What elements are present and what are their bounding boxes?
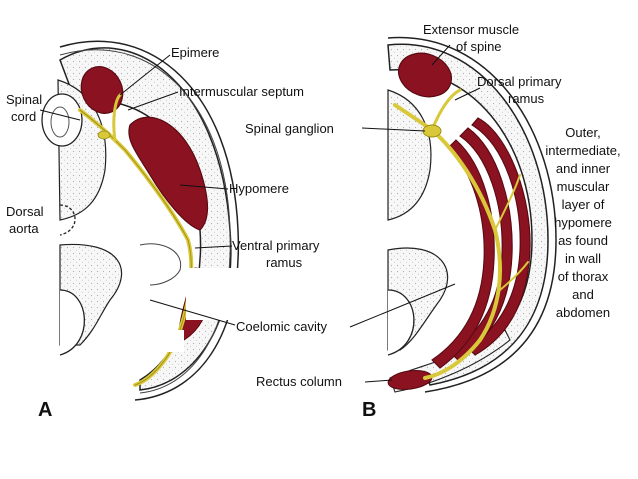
panel-a-hypomere-muscle xyxy=(128,116,209,231)
panel-a-epimere-muscle xyxy=(80,66,124,114)
label-extensor-line1: Extensor muscle xyxy=(423,22,519,37)
panel-a-letter: A xyxy=(38,399,52,421)
label-epimere: Epimere xyxy=(171,45,219,60)
label-dorsal-ramus-line2: ramus xyxy=(508,91,545,106)
label-muscle-layers-line: and xyxy=(572,287,594,302)
label-muscle-layers-line: of thorax xyxy=(558,269,609,284)
panel-a-spinal-cord xyxy=(41,93,83,147)
panel-a-ganglion xyxy=(97,130,111,140)
label-muscle-layers-line: as found xyxy=(558,233,608,248)
label-spinal-cord-line2: cord xyxy=(11,109,36,124)
label-muscle-layers-line: in wall xyxy=(565,251,601,266)
label-muscle-layers-line: muscular xyxy=(557,179,610,194)
label-extensor-line2: of spine xyxy=(456,39,502,54)
label-muscle-layers-line: layer of xyxy=(562,197,605,212)
label-spinal-cord-line1: Spinal xyxy=(6,92,42,107)
label-muscle-layers-line: Outer, xyxy=(565,125,600,140)
label-rectus-column: Rectus column xyxy=(256,374,342,389)
label-dorsal-aorta-line2: aorta xyxy=(9,221,39,236)
label-coelomic-cavity: Coelomic cavity xyxy=(236,319,328,334)
label-muscle-layers-line: and inner xyxy=(556,161,611,176)
label-ventral-ramus-line1: Ventral primary xyxy=(232,238,320,253)
label-muscle-layers-line: abdomen xyxy=(556,305,610,320)
label-muscle-layers-line: hypomere xyxy=(554,215,612,230)
panel-b-extensor-muscle xyxy=(398,52,452,98)
panel-a: Epimere Intermuscular septum Spinal cord… xyxy=(6,40,328,421)
label-muscle-layers: Outer, intermediate, and inner muscular … xyxy=(545,125,620,320)
label-spinal-ganglion: Spinal ganglion xyxy=(245,121,334,136)
label-muscle-layers-line: intermediate, xyxy=(545,143,620,158)
label-ventral-ramus-line2: ramus xyxy=(266,255,303,270)
panel-b-letter: B xyxy=(362,399,376,421)
panel-b-rectus-column xyxy=(387,370,433,390)
label-hypomere: Hypomere xyxy=(229,181,289,196)
label-dorsal-ramus-line1: Dorsal primary xyxy=(477,74,562,89)
label-dorsal-aorta-line1: Dorsal xyxy=(6,204,44,219)
panel-b-spinal-ganglion xyxy=(422,124,442,138)
panel-b: Extensor muscle of spine Dorsal primary … xyxy=(245,22,621,421)
panel-a-dorsal-aorta xyxy=(59,204,76,236)
label-intermuscular-septum: Intermuscular septum xyxy=(179,84,304,99)
